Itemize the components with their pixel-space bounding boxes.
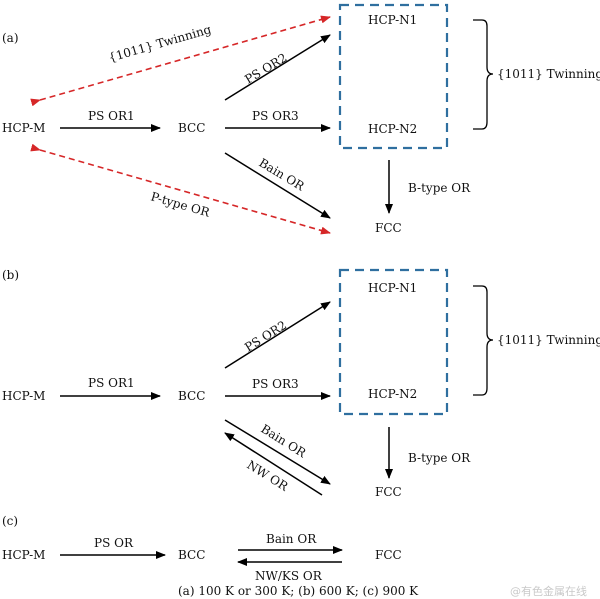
label-ps-or2: PS OR2 bbox=[242, 318, 289, 355]
arrow-ps-or2 bbox=[224, 301, 331, 369]
node-bcc: BCC bbox=[178, 121, 205, 135]
label-ps-or1: PS OR1 bbox=[88, 376, 135, 390]
arrow-nw-or bbox=[224, 432, 323, 496]
figure-caption: (a) 100 K or 300 K; (b) 600 K; (c) 900 K bbox=[178, 584, 419, 598]
panel-b: (b) HCP-M BCC HCP-N1 HCP-N2 FCC PS OR1 P… bbox=[2, 268, 600, 499]
hcp-n-group-box bbox=[338, 268, 449, 416]
node-hcp-n2: HCP-N2 bbox=[368, 387, 417, 401]
node-fcc: FCC bbox=[375, 548, 402, 562]
node-hcp-n1: HCP-N1 bbox=[368, 13, 417, 27]
label-ps-or3: PS OR3 bbox=[252, 109, 299, 123]
node-bcc: BCC bbox=[178, 548, 205, 562]
label-bain-or: Bain OR bbox=[266, 532, 317, 546]
label-b-type-or: B-type OR bbox=[408, 451, 471, 465]
label-ps-or2: PS OR2 bbox=[242, 51, 289, 87]
node-fcc: FCC bbox=[375, 485, 402, 499]
hcp-n-group-box bbox=[338, 3, 449, 150]
panel-c-label: (c) bbox=[2, 514, 18, 528]
panel-a: (a) HCP-M BCC HCP-N1 HCP-N2 FCC PS OR1 P… bbox=[2, 3, 600, 235]
node-bcc: BCC bbox=[178, 389, 205, 403]
node-hcp-n1: HCP-N1 bbox=[368, 281, 417, 295]
label-nw-or: NW OR bbox=[244, 458, 291, 495]
label-b-type-or: B-type OR bbox=[408, 181, 471, 195]
label-ps-or3: PS OR3 bbox=[252, 377, 299, 391]
label-ps-or1: PS OR1 bbox=[88, 109, 135, 123]
bracket-label-twinning: {1011} Twinning bbox=[497, 333, 600, 347]
twinning-bracket bbox=[473, 285, 494, 396]
label-nw-ks-or: NW/KS OR bbox=[255, 569, 323, 583]
node-hcp-m: HCP-M bbox=[2, 548, 45, 562]
panel-a-label: (a) bbox=[2, 31, 19, 45]
label-bain-or: Bain OR bbox=[258, 422, 309, 461]
bracket-label-twinning: {1011} Twinning bbox=[497, 67, 600, 81]
arrow-twinning-dashed bbox=[30, 15, 331, 107]
label-p-type-or: P-type OR bbox=[149, 189, 212, 219]
watermark: @有色金属在线 bbox=[510, 584, 587, 598]
node-hcp-n2: HCP-N2 bbox=[368, 122, 417, 136]
arrow-p-type-dashed bbox=[30, 143, 331, 235]
node-hcp-m: HCP-M bbox=[2, 121, 45, 135]
label-ps-or: PS OR bbox=[94, 536, 134, 550]
twinning-bracket bbox=[473, 19, 494, 130]
panel-c: (c) HCP-M BCC FCC PS OR Bain OR NW/KS OR bbox=[2, 514, 402, 583]
node-hcp-m: HCP-M bbox=[2, 389, 45, 403]
label-twinning-top: {1011} Twinning bbox=[107, 22, 213, 65]
node-fcc: FCC bbox=[375, 221, 402, 235]
arrow-bain-or bbox=[224, 419, 331, 485]
panel-b-label: (b) bbox=[2, 268, 19, 282]
